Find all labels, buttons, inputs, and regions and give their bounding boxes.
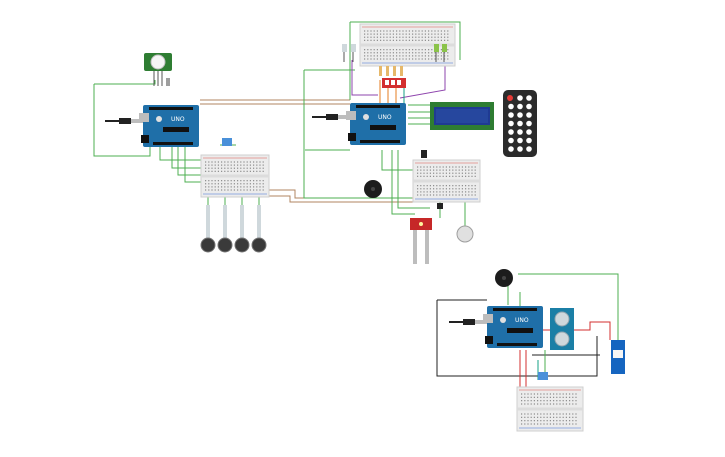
wire bbox=[381, 150, 415, 171]
board-label: UNO bbox=[171, 116, 185, 123]
board-label: UNO bbox=[515, 317, 529, 324]
ultrasonic-sensor bbox=[550, 308, 574, 350]
remote-button[interactable] bbox=[517, 95, 523, 101]
breadboards bbox=[200, 23, 584, 432]
remote-button[interactable] bbox=[517, 129, 523, 135]
wire bbox=[177, 140, 210, 176]
breadboard-top bbox=[359, 23, 456, 67]
force-sensor bbox=[217, 205, 233, 253]
piezo-buzzer-bottom bbox=[495, 269, 513, 287]
servo-motor bbox=[611, 340, 625, 374]
temperature-sensor-bottom bbox=[538, 372, 548, 380]
arduino-left: UNO bbox=[139, 105, 199, 147]
remote-button[interactable] bbox=[526, 112, 532, 118]
arduino-center: UNO bbox=[346, 103, 406, 145]
force-sensor bbox=[234, 205, 250, 253]
remote-button[interactable] bbox=[526, 95, 532, 101]
soil-moisture-sensor bbox=[410, 218, 432, 264]
force-sensor bbox=[251, 205, 267, 253]
remote-button[interactable] bbox=[517, 120, 523, 127]
resistors bbox=[379, 66, 403, 76]
remote-button[interactable] bbox=[517, 103, 523, 110]
wire bbox=[350, 21, 461, 60]
piezo-buzzer bbox=[364, 180, 382, 198]
wire bbox=[397, 150, 430, 209]
remote-button[interactable] bbox=[508, 120, 514, 127]
remote-button[interactable] bbox=[526, 137, 532, 144]
usb-cable bbox=[312, 114, 350, 120]
remote-button[interactable] bbox=[517, 137, 523, 144]
arduino-bottom: UNO bbox=[483, 306, 543, 348]
top-leds bbox=[342, 44, 447, 62]
remote-button[interactable] bbox=[526, 120, 532, 127]
remote-button[interactable] bbox=[508, 129, 514, 135]
potentiometer bbox=[456, 225, 474, 243]
remote-button[interactable] bbox=[526, 146, 532, 152]
ir-receiver bbox=[421, 150, 443, 209]
wire bbox=[351, 60, 378, 96]
ir-remote bbox=[503, 90, 537, 157]
remote-button[interactable] bbox=[517, 112, 523, 118]
remote-button[interactable] bbox=[508, 112, 514, 118]
wire bbox=[171, 138, 205, 169]
remote-buttons bbox=[508, 95, 532, 152]
wire bbox=[436, 300, 598, 377]
wire bbox=[399, 60, 446, 99]
remote-button[interactable] bbox=[517, 146, 523, 152]
remote-button[interactable] bbox=[508, 137, 514, 144]
force-sensor bbox=[200, 205, 216, 253]
usb-cable bbox=[449, 319, 487, 325]
lcd-display bbox=[430, 102, 494, 130]
wire bbox=[94, 80, 156, 85]
breadboard-center bbox=[412, 159, 481, 203]
pir-motion-sensor bbox=[144, 53, 172, 86]
dip-switch bbox=[382, 78, 406, 88]
usb-cables bbox=[105, 114, 487, 325]
usb-cable bbox=[105, 118, 143, 124]
temperature-sensor bbox=[222, 138, 232, 146]
wire bbox=[265, 195, 420, 203]
wire bbox=[391, 150, 415, 215]
wire bbox=[303, 70, 412, 199]
board-label: UNO bbox=[378, 114, 392, 121]
remote-button[interactable] bbox=[526, 129, 532, 135]
breadboard-bottom bbox=[516, 386, 584, 432]
breadboard-left bbox=[200, 154, 270, 198]
remote-button[interactable] bbox=[508, 146, 514, 152]
wire bbox=[93, 84, 151, 157]
remote-button[interactable] bbox=[526, 103, 532, 110]
arduino-boards: UNO UNO UNO bbox=[139, 103, 543, 348]
wire bbox=[268, 189, 420, 199]
wire bbox=[518, 273, 619, 340]
remote-button[interactable] bbox=[508, 103, 514, 110]
force-sensors bbox=[200, 205, 267, 253]
